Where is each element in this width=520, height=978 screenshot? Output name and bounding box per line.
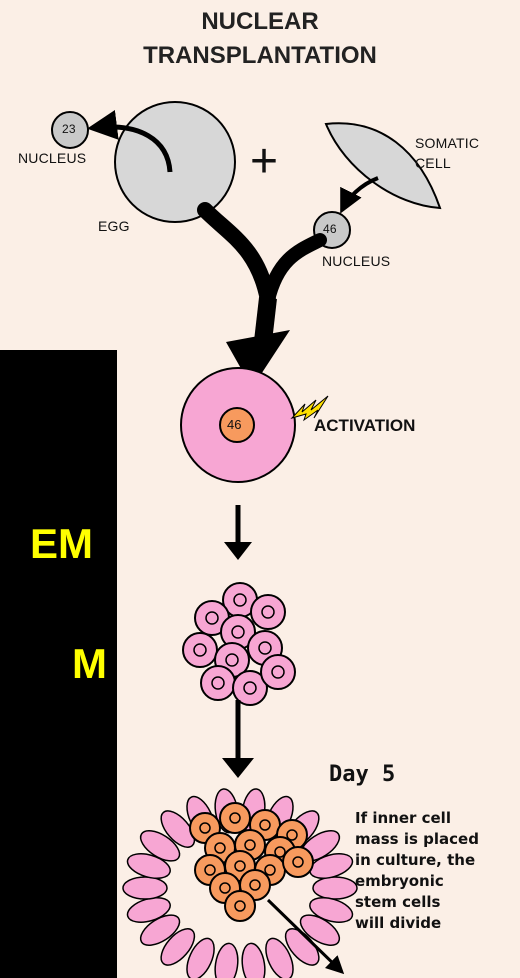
egg-nucleus-label: NUCLEUS xyxy=(18,150,86,166)
morula-cell-nucleus xyxy=(232,626,244,638)
trophoblast-cell xyxy=(212,942,240,978)
down-arrow-2-head xyxy=(222,758,254,778)
culture-note-line: mass is placed xyxy=(355,829,479,850)
activation-label: ACTIVATION xyxy=(314,416,415,436)
inner-mass-nucleus xyxy=(245,840,255,850)
inner-mass-nucleus xyxy=(235,901,245,911)
trophoblast-cell xyxy=(123,877,167,899)
culture-note: If inner cell mass is placed in culture,… xyxy=(355,808,479,934)
morula-cell-nucleus xyxy=(259,642,271,654)
inner-mass-nucleus xyxy=(250,880,260,890)
egg-cell xyxy=(115,102,235,222)
morula-cell-nucleus xyxy=(212,677,224,689)
culture-note-line: in culture, the xyxy=(355,850,479,871)
trophoblast-cell xyxy=(313,877,357,899)
day-label: Day 5 xyxy=(329,762,395,787)
activated-nucleus-count: 46 xyxy=(227,417,241,432)
title-line-1: NUCLEAR xyxy=(0,8,520,36)
morula-cell-nucleus xyxy=(206,612,218,624)
morula-cell-nucleus xyxy=(244,682,256,694)
culture-note-line: embryonic xyxy=(355,871,479,892)
morula-cell-nucleus xyxy=(272,666,284,678)
inner-cell-mass xyxy=(190,803,313,921)
inner-mass-nucleus xyxy=(235,861,245,871)
somatic-label-2: CELL xyxy=(415,155,451,171)
egg-label: EGG xyxy=(98,218,130,234)
merge-arrow-right xyxy=(268,240,320,300)
inner-mass-nucleus xyxy=(230,813,240,823)
morula-cluster xyxy=(183,583,295,705)
trophoblast-cell xyxy=(240,942,268,978)
somatic-nucleus-count: 46 xyxy=(323,222,337,236)
inner-mass-nucleus xyxy=(260,820,270,830)
inner-mass-nucleus xyxy=(200,823,210,833)
morula-cell-nucleus xyxy=(194,644,206,656)
inner-mass-nucleus xyxy=(205,865,215,875)
morula-cell-nucleus xyxy=(262,606,274,618)
down-arrow-1-head xyxy=(224,542,252,560)
egg-nucleus-count: 23 xyxy=(62,122,76,136)
somatic-nucleus-label: NUCLEUS xyxy=(322,253,390,269)
morula-cell-nucleus xyxy=(234,594,246,606)
side-panel-text-1: EM xyxy=(30,520,93,568)
culture-note-line: If inner cell xyxy=(355,808,479,829)
inner-mass-nucleus xyxy=(293,857,303,867)
plus-sign: + xyxy=(250,138,278,186)
merge-arrow-left xyxy=(205,210,268,300)
inner-mass-nucleus xyxy=(215,843,225,853)
inner-mass-nucleus xyxy=(265,865,275,875)
culture-note-line: stem cells xyxy=(355,892,479,913)
morula-cell-nucleus xyxy=(226,654,238,666)
inner-mass-nucleus xyxy=(220,883,230,893)
side-panel-text-2: M xyxy=(72,640,107,688)
title-line-2: TRANSPLANTATION xyxy=(0,42,520,70)
somatic-label-1: SOMATIC xyxy=(415,135,479,151)
culture-note-line: will divide xyxy=(355,913,479,934)
